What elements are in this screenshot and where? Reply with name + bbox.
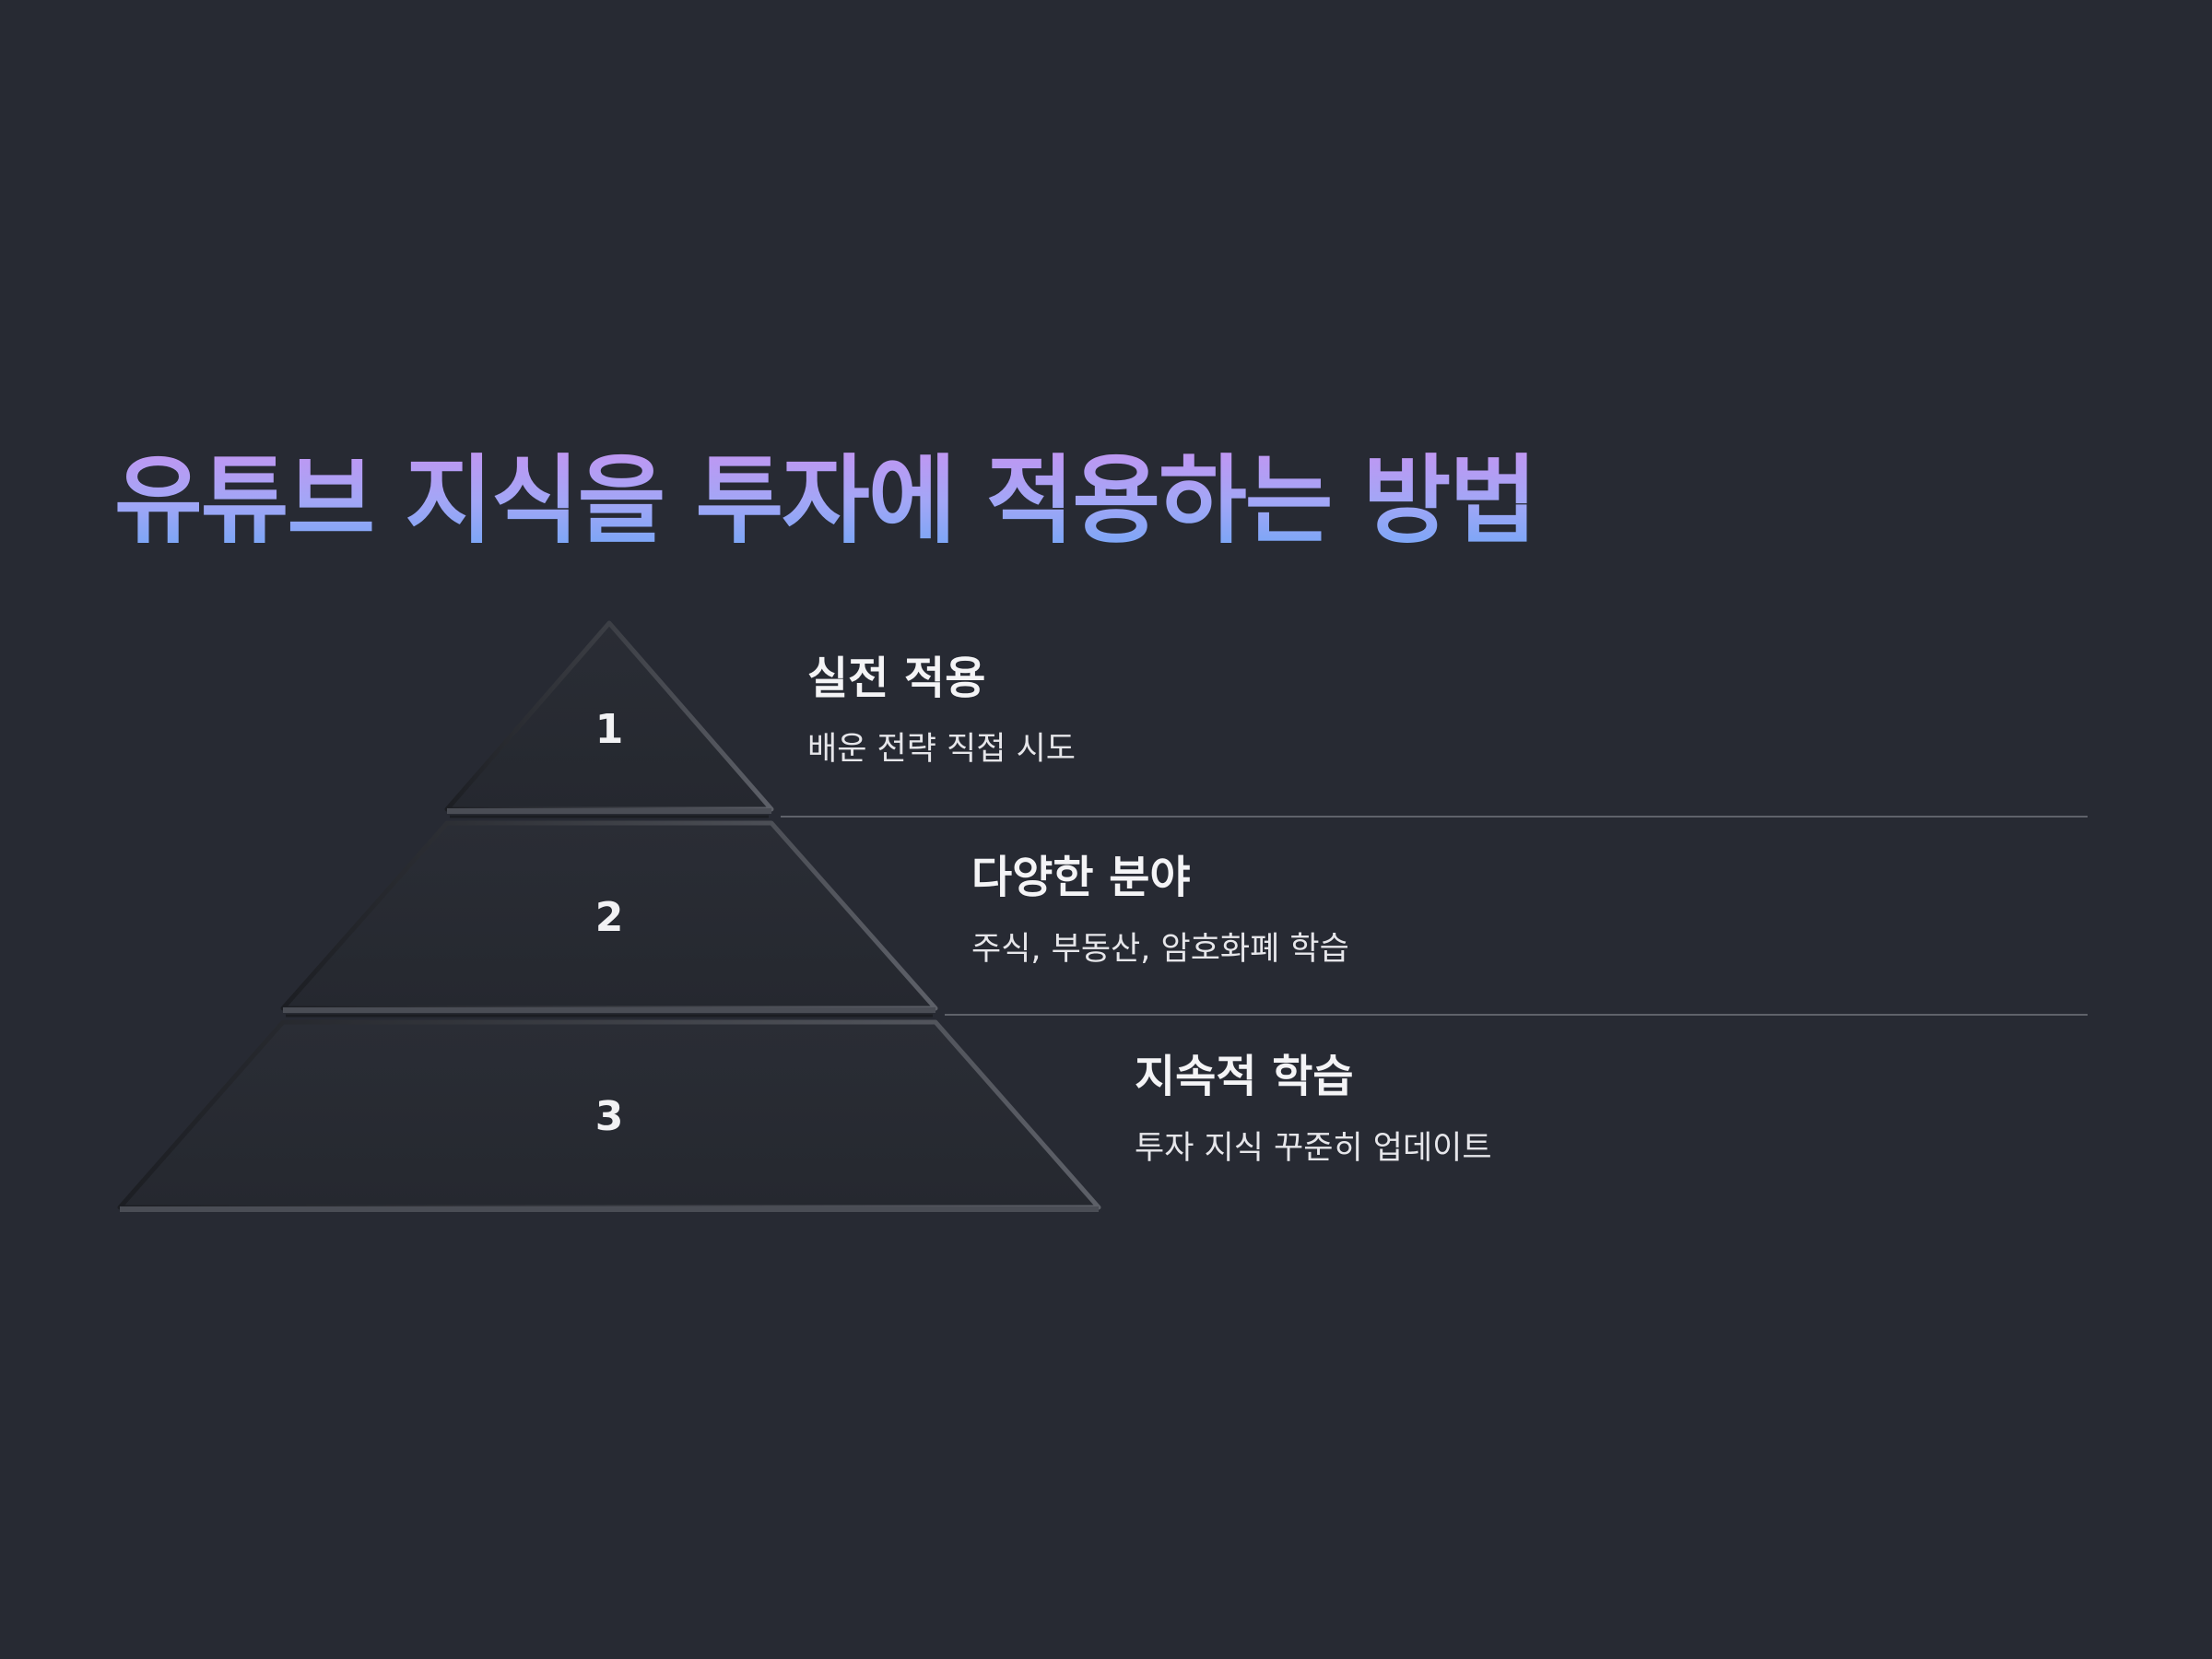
pyramid-layer-1 bbox=[444, 620, 774, 818]
slide-title: 유튜브 지식을 투자에 적용하는 방법 bbox=[114, 441, 1537, 560]
layer-description-2: 주식, 부동산, 암호화폐 학습 bbox=[971, 931, 1349, 968]
layer-title-3: 지속적 학습 bbox=[1135, 1051, 1354, 1102]
layer-description-1: 배운 전략 직접 시도 bbox=[807, 731, 1076, 768]
layer-description-3: 투자 지식 꾸준히 업데이트 bbox=[1135, 1130, 1492, 1167]
pyramid-layer-2 bbox=[280, 820, 938, 1018]
layer-title-2: 다양한 분야 bbox=[971, 852, 1191, 903]
layer-title-1: 실전 적용 bbox=[807, 653, 986, 704]
layer-number-1: 1 bbox=[595, 706, 624, 753]
pyramid-layer-3 bbox=[117, 1019, 1101, 1212]
layer-number-3: 3 bbox=[595, 1093, 624, 1140]
layer-number-2: 2 bbox=[595, 894, 624, 941]
